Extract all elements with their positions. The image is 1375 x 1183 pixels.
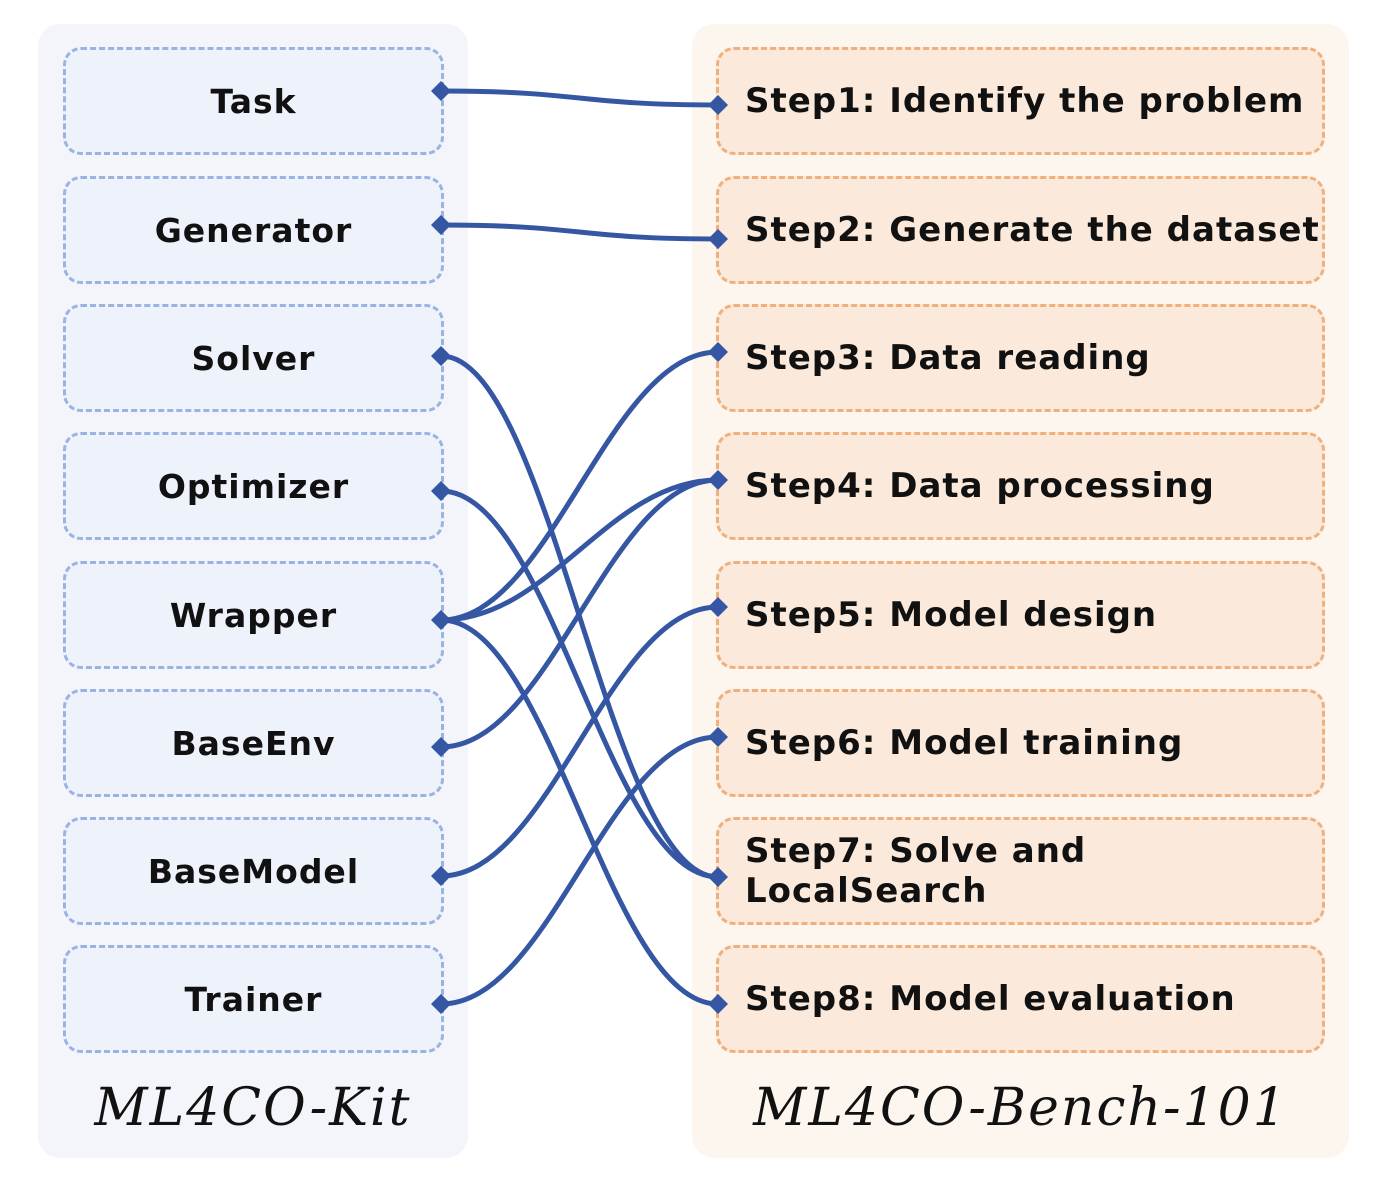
kit-node-trainer: Trainer xyxy=(63,945,444,1053)
bench-step-8: Step8: Model evaluation xyxy=(716,945,1325,1053)
link-4 xyxy=(438,349,721,623)
bench-step-7: Step7: Solve and LocalSearch xyxy=(716,817,1325,925)
bench-step-5: Step5: Model design xyxy=(716,561,1325,669)
ml4co-bench-title: ML4CO-Bench-101 xyxy=(753,1078,1288,1138)
bench-step-3: Step3: Data reading xyxy=(716,304,1325,412)
kit-node-generator: Generator xyxy=(63,176,444,284)
link-9 xyxy=(438,734,721,1007)
kit-node-basemodel: BaseModel xyxy=(63,817,444,925)
kit-node-task: Task xyxy=(63,47,444,155)
link-7 xyxy=(438,477,721,750)
bench-step-1: Step1: Identify the problem xyxy=(716,47,1325,155)
bench-step-2: Step2: Generate the dataset xyxy=(716,176,1325,284)
link-8 xyxy=(438,604,721,879)
kit-node-optimizer: Optimizer xyxy=(63,432,444,540)
link-2 xyxy=(438,353,721,880)
link-1 xyxy=(438,222,721,242)
link-3 xyxy=(438,488,721,880)
link-0 xyxy=(438,88,721,108)
kit-node-baseenv: BaseEnv xyxy=(63,689,444,797)
bench-step-6: Step6: Model training xyxy=(716,689,1325,797)
link-5 xyxy=(438,477,721,623)
kit-node-solver: Solver xyxy=(63,304,444,412)
link-6 xyxy=(438,617,721,1007)
kit-node-wrapper: Wrapper xyxy=(63,561,444,669)
bench-step-4: Step4: Data processing xyxy=(716,432,1325,540)
ml4co-kit-title: ML4CO-Kit xyxy=(94,1078,412,1138)
